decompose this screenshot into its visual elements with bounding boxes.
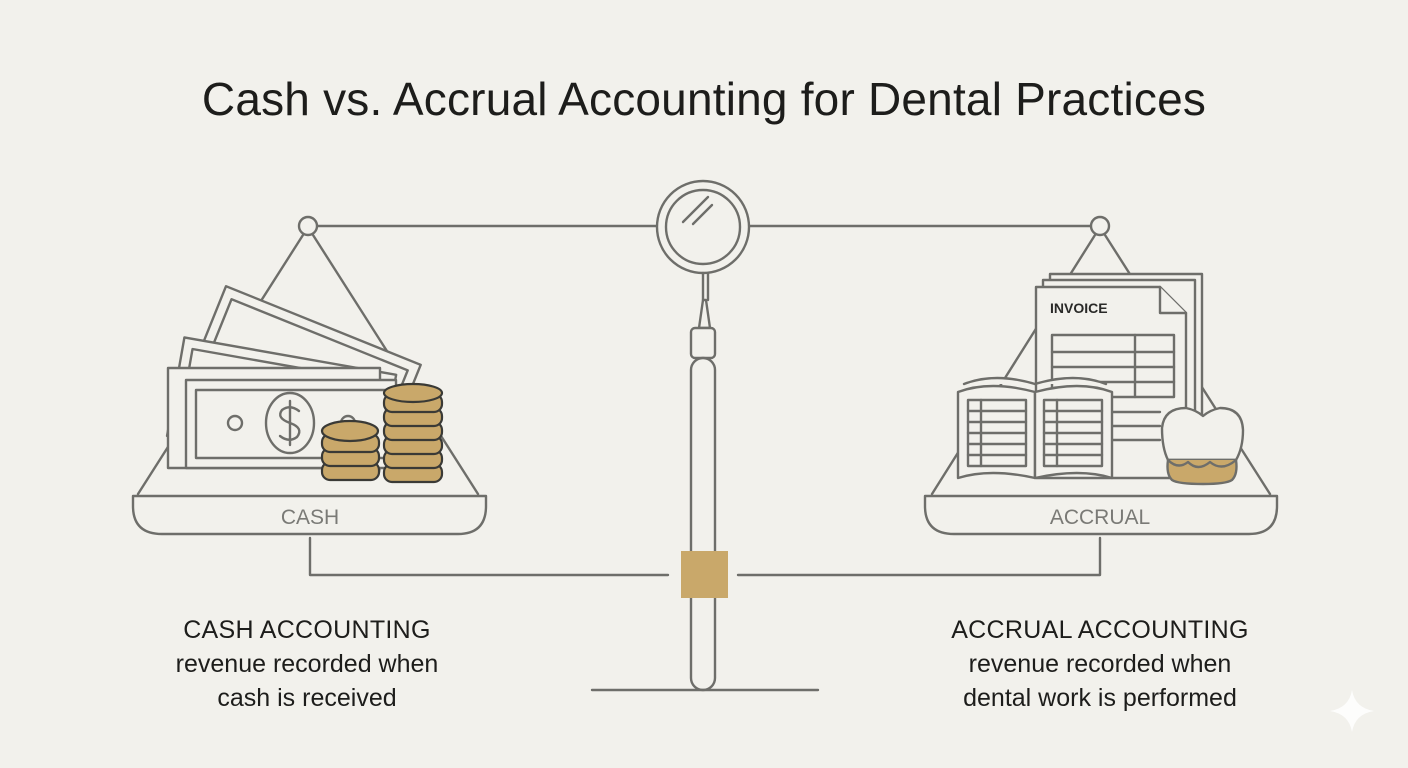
pan-connectors: [308, 536, 1102, 598]
dollar-sign-icon: [264, 391, 316, 455]
caption-line: cash is received: [217, 684, 397, 712]
ledger-book-icon: [956, 376, 1114, 480]
center-gold-block: [681, 551, 728, 598]
cash-pan-label: CASH: [281, 506, 339, 529]
caption-heading: ACCRUAL ACCOUNTING: [951, 616, 1249, 644]
caption-line: revenue recorded when: [968, 650, 1232, 678]
cash-pan: [131, 233, 488, 536]
caption-line: revenue recorded when: [175, 650, 439, 678]
dental-mirror-icon: [655, 179, 751, 692]
scale-beam: [297, 215, 1111, 237]
caption-heading: CASH ACCOUNTING: [183, 616, 431, 644]
cash-accounting-caption: CASH ACCOUNTING revenue recorded when ca…: [117, 613, 497, 715]
coin-stack-icon: [320, 382, 444, 484]
accrual-accounting-caption: ACCRUAL ACCOUNTING revenue recorded when…: [910, 613, 1290, 715]
caption-line: dental work is performed: [963, 684, 1237, 712]
accrual-pan: [923, 233, 1279, 536]
accrual-pan-label: ACCRUAL: [1050, 506, 1150, 529]
invoice-label: INVOICE: [1050, 300, 1108, 316]
tooth-crown-icon: [1160, 406, 1245, 486]
banknotes-icon: [165, 284, 422, 475]
page-title: Cash vs. Accrual Accounting for Dental P…: [201, 73, 1207, 125]
sparkle-icon: [1330, 690, 1374, 732]
